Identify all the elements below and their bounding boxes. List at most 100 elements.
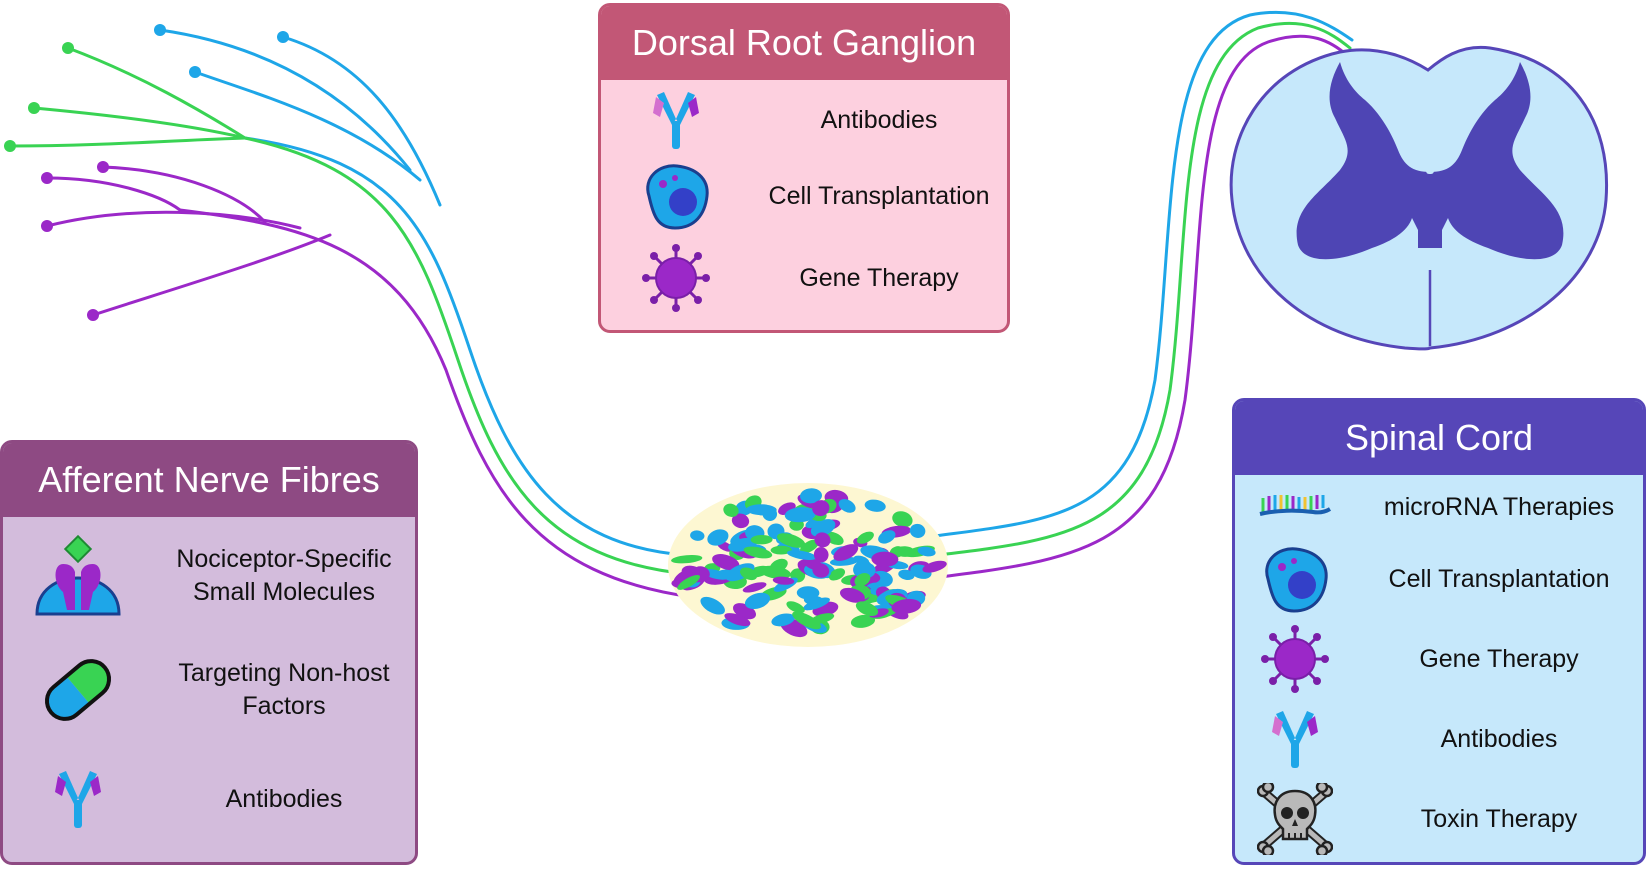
therapy-item: Cell Transplantation bbox=[601, 158, 1007, 234]
ganglion-cell bbox=[792, 611, 822, 630]
ganglion-cell bbox=[731, 513, 750, 529]
fibre-ending-dot bbox=[4, 140, 16, 152]
fibre-ending-dot bbox=[41, 172, 53, 184]
ganglion-cell bbox=[740, 567, 758, 581]
panel-title: Spinal Cord bbox=[1235, 401, 1643, 475]
ganglion-cell bbox=[856, 531, 874, 544]
ganglion-cell bbox=[854, 573, 871, 587]
cell-icon bbox=[1235, 543, 1355, 615]
fibre-branch-green bbox=[8, 136, 247, 148]
fibre-ending-dots bbox=[4, 24, 289, 321]
ganglion-cell bbox=[853, 555, 870, 565]
fibre-branch-blue bbox=[281, 35, 442, 207]
ganglion-cell bbox=[700, 596, 725, 615]
dorsal-root-ganglion-panel: Dorsal Root Ganglion Antibodies bbox=[598, 3, 1010, 333]
fibre-main-green bbox=[243, 136, 690, 576]
panel-title: Dorsal Root Ganglion bbox=[601, 6, 1007, 80]
fibre-main-blue bbox=[243, 136, 687, 557]
ganglion-cell bbox=[864, 499, 886, 512]
fibre-root-purple bbox=[930, 34, 1350, 580]
ganglion-cell bbox=[677, 574, 700, 590]
panel-body: Antibodies Cell Transplantation bbox=[601, 80, 1007, 330]
ganglion-cell bbox=[878, 530, 896, 544]
ganglion-cell bbox=[742, 582, 767, 593]
ganglion-cell bbox=[707, 529, 729, 546]
ganglion-cell bbox=[839, 587, 865, 603]
fibre-branch-green bbox=[32, 106, 247, 140]
fibre-root-blue bbox=[926, 10, 1354, 539]
therapy-label: Gene Therapy bbox=[799, 263, 959, 292]
capsule-icon bbox=[3, 650, 153, 730]
spinal-cord-section bbox=[1229, 45, 1609, 351]
ganglion-cell bbox=[703, 569, 729, 580]
therapy-item: microRNA Therapies bbox=[1235, 485, 1643, 529]
ganglion-cell bbox=[800, 488, 822, 504]
therapy-label: Toxin Therapy bbox=[1420, 804, 1578, 833]
ganglion-cell bbox=[799, 539, 820, 554]
ganglion-cell bbox=[917, 546, 936, 557]
therapy-label: Gene Therapy bbox=[1419, 644, 1579, 673]
fibre-ending-dot bbox=[41, 220, 53, 232]
therapy-item: Cell Transplantation bbox=[1235, 541, 1643, 617]
fibre-branch-purple bbox=[45, 210, 302, 230]
ganglion-cell bbox=[770, 545, 792, 555]
fibre-branch-purple bbox=[91, 233, 332, 317]
fibre-ending-dot bbox=[189, 66, 201, 78]
therapy-label: microRNA Therapies bbox=[1383, 492, 1615, 521]
ganglion-cell bbox=[771, 613, 795, 627]
ganglion-cell bbox=[744, 592, 771, 610]
skull-icon bbox=[1235, 783, 1355, 855]
receptor-molecule-icon bbox=[3, 534, 153, 618]
panel-title: Afferent Nerve Fibres bbox=[3, 443, 415, 517]
ganglion-cell bbox=[671, 554, 703, 564]
ganglion-cell bbox=[828, 568, 846, 581]
fibre-ending-dot bbox=[97, 161, 109, 173]
antibody-icon bbox=[601, 89, 751, 151]
fibre-branch-green bbox=[66, 46, 247, 140]
ganglion-cell bbox=[796, 586, 820, 600]
therapy-label: Antibodies bbox=[1440, 724, 1558, 753]
ganglion-cell bbox=[786, 601, 805, 614]
therapy-label-line2: Factors bbox=[242, 692, 326, 720]
ganglion-cell bbox=[871, 551, 899, 567]
fibre-ending-dot bbox=[28, 102, 40, 114]
fibre-branch-purple bbox=[101, 165, 267, 224]
ganglion-cell bbox=[724, 613, 751, 627]
fibre-ending-dot bbox=[277, 31, 289, 43]
ganglion-cell bbox=[723, 503, 739, 517]
ganglion-cell bbox=[812, 500, 830, 517]
therapy-item: Toxin Therapy bbox=[1235, 779, 1643, 859]
fibre-ending-dot bbox=[62, 42, 74, 54]
fibre-ending-dot bbox=[87, 309, 99, 321]
fibre-branch-purple bbox=[45, 176, 182, 212]
ganglion-cell bbox=[776, 533, 806, 548]
therapy-item: Antibodies bbox=[1235, 703, 1643, 775]
ganglion-cell bbox=[712, 554, 740, 571]
afferent-nerve-fibres-panel: Afferent Nerve Fibres Nociceptor-Specifi… bbox=[0, 440, 418, 865]
ganglion-cell bbox=[892, 511, 913, 528]
ganglion-cell bbox=[838, 499, 856, 513]
ganglion-cells bbox=[671, 488, 947, 638]
therapy-item: Antibodies bbox=[3, 763, 415, 835]
ganglion-cell bbox=[813, 547, 829, 563]
afferent-fibre-endings bbox=[8, 10, 1354, 599]
ganglion-cell bbox=[850, 614, 876, 628]
fibre-main-purple bbox=[178, 208, 694, 599]
ganglion-cell bbox=[746, 504, 777, 516]
therapy-label-line1: Antibodies bbox=[225, 784, 343, 813]
ganglion-cell bbox=[922, 560, 947, 573]
panel-body: microRNA Therapies Cell Transplantation bbox=[1235, 475, 1643, 862]
therapy-label-line1: Targeting Non-host bbox=[178, 659, 390, 687]
ganglion-cell bbox=[833, 544, 859, 561]
ganglion-cell bbox=[855, 601, 879, 617]
therapy-item: Antibodies bbox=[601, 90, 1007, 150]
therapy-item: Gene Therapy bbox=[1235, 623, 1643, 695]
ganglion-cell bbox=[891, 598, 922, 614]
fibre-ending-dot bbox=[154, 24, 166, 36]
ganglion-cell bbox=[750, 534, 773, 545]
virus-icon bbox=[601, 244, 751, 312]
therapy-label-line1: Nociceptor-Specific bbox=[176, 545, 392, 573]
therapy-item: Gene Therapy bbox=[601, 244, 1007, 312]
spinal-cord-grey-matter bbox=[1296, 62, 1564, 260]
